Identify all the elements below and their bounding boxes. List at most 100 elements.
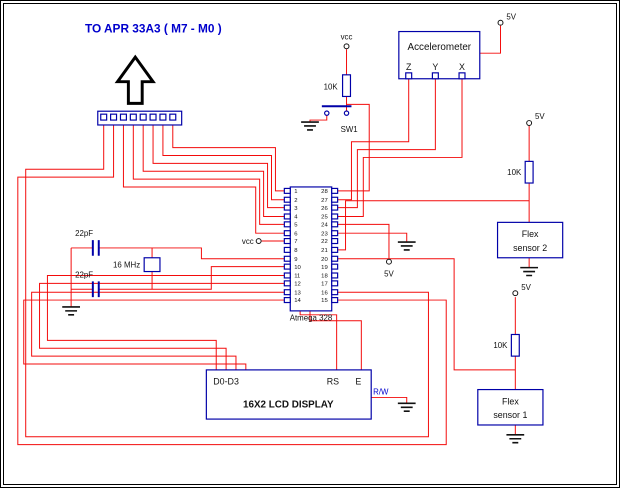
vcc-node-icon <box>255 238 262 244</box>
resistor-top-label: 10K <box>324 83 339 92</box>
accelerometer-label: Accelerometer <box>408 42 472 53</box>
connector-pin <box>139 113 147 121</box>
ic-pin-number: 5 <box>294 222 298 228</box>
switch-contact-icon <box>343 110 350 116</box>
ic-pin-number: 24 <box>321 222 328 228</box>
resistor-flex1-label: 10K <box>493 341 508 350</box>
lcd-rs-label: RS <box>327 377 339 387</box>
acc-supply-label: 5V <box>506 13 516 22</box>
ic-pin <box>283 280 291 287</box>
ic-pin-number: 17 <box>321 282 328 288</box>
ic-pin <box>283 230 291 237</box>
connector-pin <box>169 113 177 121</box>
ground-icon <box>62 121 539 444</box>
acc-pin <box>458 72 466 80</box>
flex1-line2: sensor 1 <box>493 410 527 420</box>
ic-pin <box>283 221 291 228</box>
ic-pin <box>331 187 339 194</box>
lcd-title: 16X2 LCD DISPLAY <box>243 399 334 410</box>
crystal-icon <box>143 257 161 273</box>
ic-label: Atmega 328 <box>290 314 333 323</box>
ic-pin-number: 3 <box>294 206 298 212</box>
ic-pin-number: 2 <box>294 198 297 204</box>
lcd-e-label: E <box>355 377 361 387</box>
supply-node-icon <box>526 120 533 126</box>
acc-pin-z-label: Z <box>406 62 412 72</box>
ic-pin <box>283 187 291 194</box>
vcc-top-label: vcc <box>341 32 353 41</box>
ic-pin-number: 14 <box>294 298 301 304</box>
connector-pin <box>100 113 108 121</box>
page-title: TO APR 33A3 ( M7 - M0 ) <box>85 22 222 36</box>
ic-pin <box>331 246 339 253</box>
ic-pin-number: 10 <box>294 265 301 271</box>
ic-pin-number: 16 <box>321 290 328 296</box>
resistor-flex2 <box>524 160 534 184</box>
supply-node-icon <box>512 290 519 297</box>
ic-pin <box>331 221 339 228</box>
ic-pin <box>331 297 339 304</box>
switch-contact-icon <box>324 110 330 116</box>
ic-pin-number: 15 <box>321 298 328 304</box>
capacitor-icon <box>91 240 100 256</box>
flex1-supply-label: 5V <box>521 283 531 292</box>
accelerometer-module: Accelerometer Z Y X 5V <box>398 13 517 80</box>
ic-pin <box>283 272 291 279</box>
flex1-line1: Flex <box>502 396 519 406</box>
ic-pin <box>331 280 339 287</box>
acc-pin <box>405 72 413 80</box>
ic-pin-number: 23 <box>321 231 328 237</box>
ic-pin-number: 25 <box>321 215 328 221</box>
connector-pins <box>100 113 177 121</box>
ic-pin <box>331 213 339 220</box>
ic-pin <box>283 297 291 304</box>
flex2-supply-label: 5V <box>535 112 545 121</box>
acc-pin-x-label: X <box>459 62 465 72</box>
ic-pin-number: 22 <box>321 239 328 245</box>
ic-pin-number: 7 <box>294 239 297 245</box>
crystal-label: 16 MHz <box>113 261 140 270</box>
ic-pin-number: 9 <box>294 257 297 263</box>
ic-pin <box>331 255 339 262</box>
lcd-data-label: D0-D3 <box>213 377 239 387</box>
ic-pin-number: 27 <box>321 198 328 204</box>
connector-pin <box>159 113 167 121</box>
ic-pin <box>331 196 339 203</box>
ic-power-nodes: vcc 5V <box>242 237 395 278</box>
ic-pin <box>283 213 291 220</box>
cap2-label: 22pF <box>75 270 93 279</box>
flex-sensor-1-circuit: 5V 10K Flex sensor 1 <box>477 283 544 426</box>
header-connector <box>97 110 183 126</box>
flex-sensor-2-circuit: 5V 10K Flex sensor 2 <box>496 112 564 259</box>
reset-circuit: vcc 10K SW1 <box>321 32 358 134</box>
flex2-line1: Flex <box>522 229 539 239</box>
ic-pin-number: 20 <box>321 257 328 263</box>
lcd-module: D0-D3 RS E 16X2 LCD DISPLAY R/W <box>205 369 389 420</box>
ic-pin <box>283 263 291 270</box>
resistor-top <box>341 74 352 98</box>
ic-pin-number: 1 <box>294 189 297 195</box>
ic-pin <box>283 204 291 211</box>
cap1-label: 22pF <box>75 229 93 238</box>
ic-pin-number: 13 <box>294 290 301 296</box>
ic-pin <box>331 204 339 211</box>
ic-pin-number: 6 <box>294 231 298 237</box>
ic-pin-number: 26 <box>321 206 328 212</box>
resistor-flex2-label: 10K <box>507 168 522 177</box>
acc-pin-y-label: Y <box>432 62 438 72</box>
ic-pin <box>331 230 339 237</box>
ic-pin-number: 18 <box>321 274 328 280</box>
capacitor-icon <box>91 281 100 298</box>
ic-pin-number: 11 <box>294 274 300 280</box>
up-arrow-icon <box>114 54 156 105</box>
connector-pin <box>149 113 157 121</box>
wires <box>17 25 530 446</box>
ic-pin-number: 28 <box>321 189 328 195</box>
lcd-rw-label: R/W <box>373 388 389 397</box>
avcc-label: 5V <box>384 269 394 278</box>
ic-pin <box>331 272 339 279</box>
